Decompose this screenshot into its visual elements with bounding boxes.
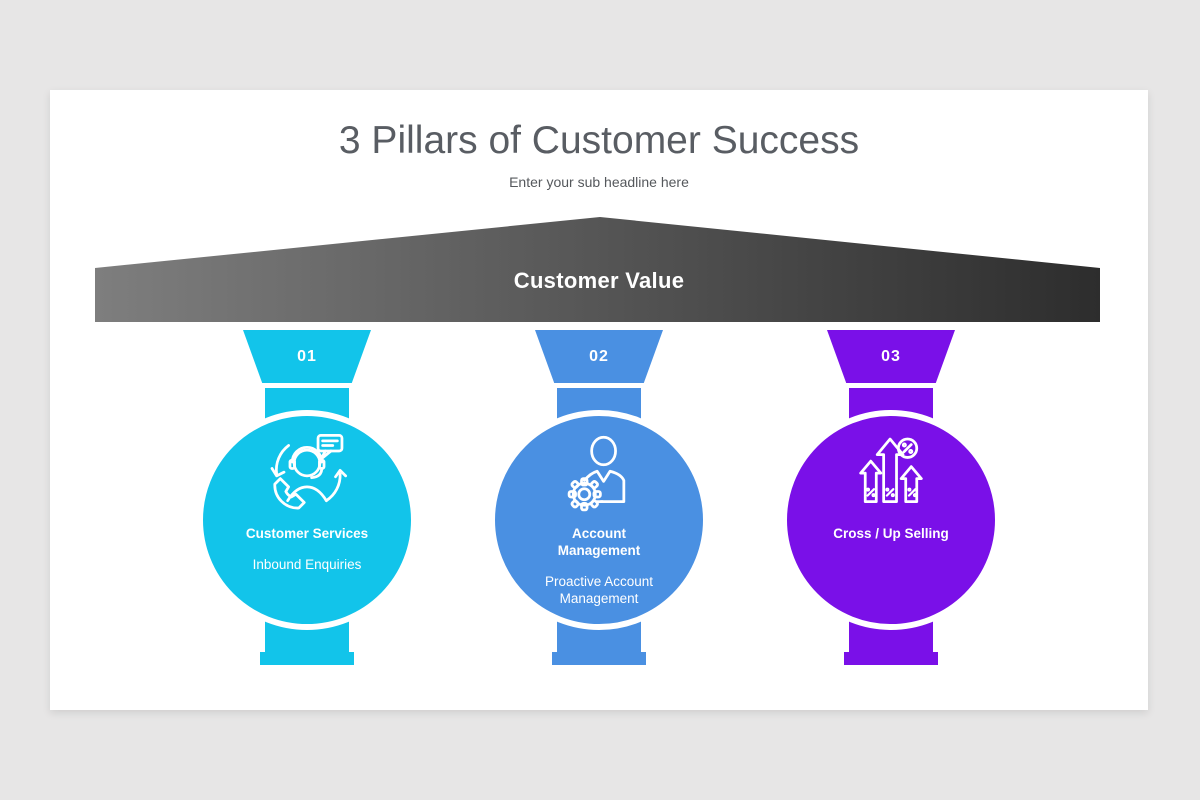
pillar-capital: 01 xyxy=(243,330,371,383)
pillar-subheading: Inbound Enquiries xyxy=(252,556,362,572)
pillar-capital: 02 xyxy=(535,330,663,383)
pillar-subheading: Proactive Account Management xyxy=(544,573,654,607)
page-title: 3 Pillars of Customer Success xyxy=(338,119,860,162)
pillar-number: 02 xyxy=(589,347,609,365)
customer-services-icon xyxy=(261,428,353,520)
roof-label: Customer Value xyxy=(513,268,685,293)
pillar-heading: Cross / Up Selling xyxy=(833,526,949,541)
pillar-circle: Customer Services Inbound Enquiries xyxy=(197,410,417,630)
account-management-icon xyxy=(553,428,645,520)
pillar-customer-services: 01 xyxy=(187,330,427,670)
cross-up-selling-icon xyxy=(845,428,937,520)
pillar-number: 03 xyxy=(881,347,901,365)
slide-card: 3 Pillars of Customer Success Enter your… xyxy=(50,90,1148,710)
pillar-cross-up-selling: 03 xyxy=(771,330,1011,670)
sub-headline: Enter your sub headline here xyxy=(509,173,689,190)
pillar-base xyxy=(844,652,938,665)
pillar-circle: Cross / Up Selling xyxy=(781,410,1001,630)
pillar-account-management: 02 xyxy=(479,330,719,670)
pillar-heading: Customer Services xyxy=(245,526,369,541)
pillar-circle: Account Management Proactive Account Man… xyxy=(489,410,709,630)
pillar-heading: Account Management xyxy=(557,526,641,558)
pillar-capital: 03 xyxy=(827,330,955,383)
pillar-base xyxy=(552,652,646,665)
pillar-number: 01 xyxy=(297,347,317,365)
pillar-base xyxy=(260,652,354,665)
